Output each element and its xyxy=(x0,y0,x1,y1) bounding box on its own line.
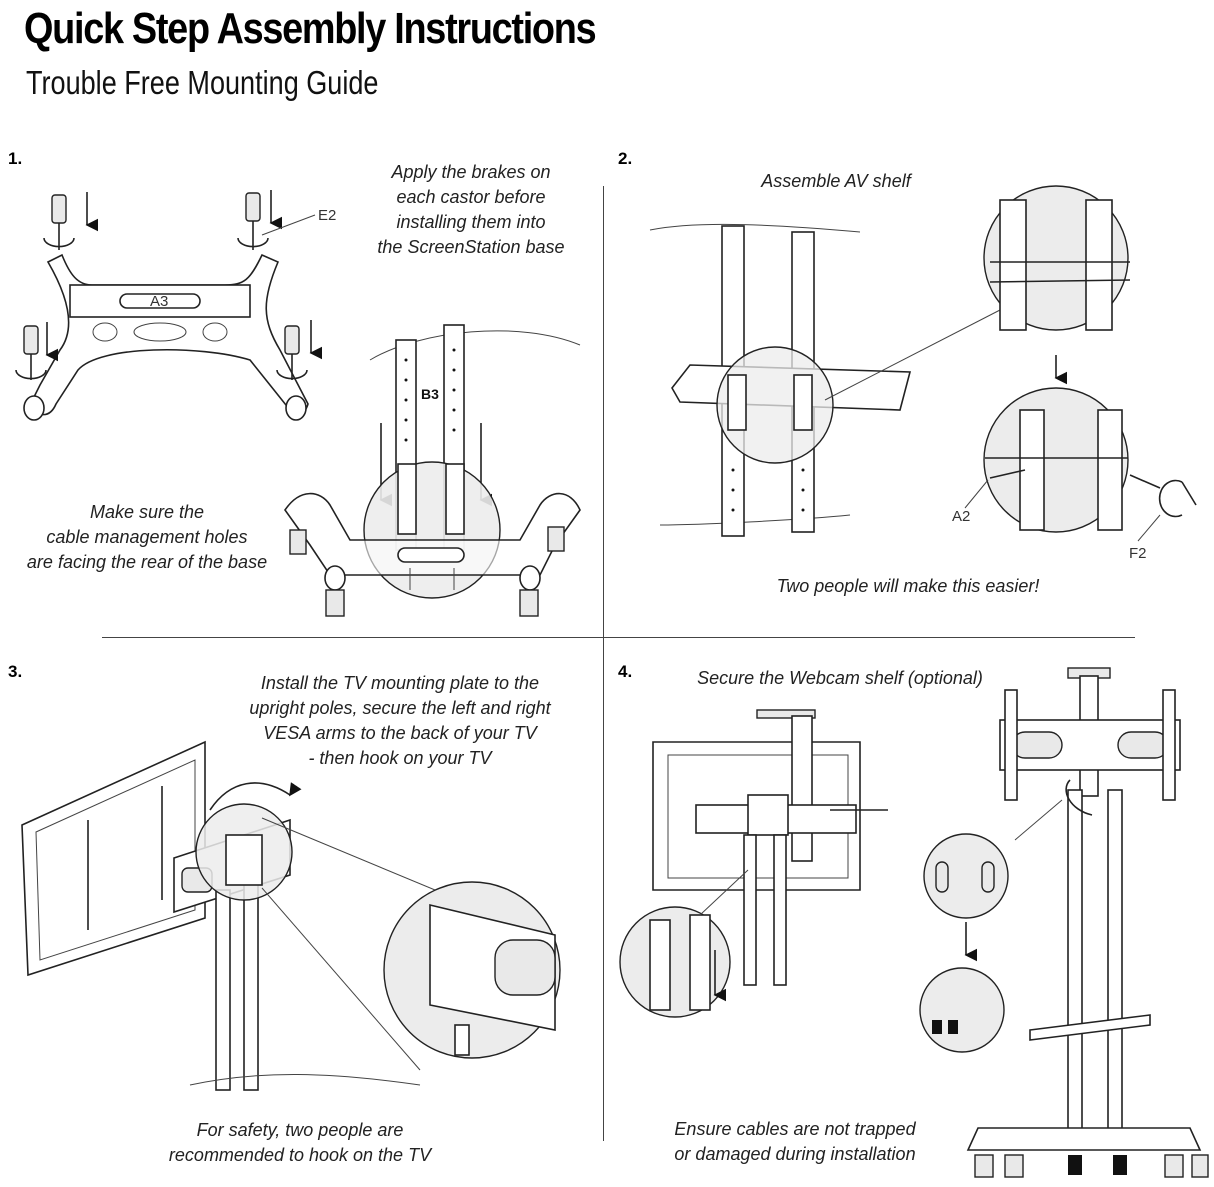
castor-top-right: E2 xyxy=(237,190,336,250)
step-3-tv-mount-illustration xyxy=(21,740,561,1091)
horizontal-divider xyxy=(102,637,1135,638)
step-2-note-av-shelf: Assemble AV shelf xyxy=(761,171,911,191)
castor-top-left xyxy=(43,192,99,250)
step-1-upright-poles-illustration: B3 xyxy=(284,324,581,617)
castor-bottom-left xyxy=(15,322,59,380)
step-1-number: 1. xyxy=(8,149,23,168)
step-4-webcam-shelf-illustration xyxy=(619,667,1209,1178)
vertical-divider xyxy=(603,186,604,1141)
page-subtitle: Trouble Free Mounting Guide xyxy=(26,64,379,101)
step-4-number: 4. xyxy=(618,662,633,681)
svg-text:A3: A3 xyxy=(150,293,168,310)
step-4-note-webcam-shelf: Secure the Webcam shelf (optional) xyxy=(697,668,983,688)
step-2-note-two-people: Two people will make this easier! xyxy=(776,576,1040,596)
step-3-number: 3. xyxy=(8,662,23,681)
page-title: Quick Step Assembly Instructions xyxy=(24,4,597,53)
svg-text:A2: A2 xyxy=(952,508,970,525)
svg-text:B3: B3 xyxy=(421,386,439,402)
castor-bottom-right xyxy=(276,320,323,380)
step-2-av-shelf-illustration: A2 F2 xyxy=(649,185,1197,562)
step-2-number: 2. xyxy=(618,149,633,168)
svg-text:E2: E2 xyxy=(318,207,336,224)
step-1-base-frame-illustration: A3 E2 xyxy=(15,190,336,421)
svg-text:F2: F2 xyxy=(1129,545,1147,562)
